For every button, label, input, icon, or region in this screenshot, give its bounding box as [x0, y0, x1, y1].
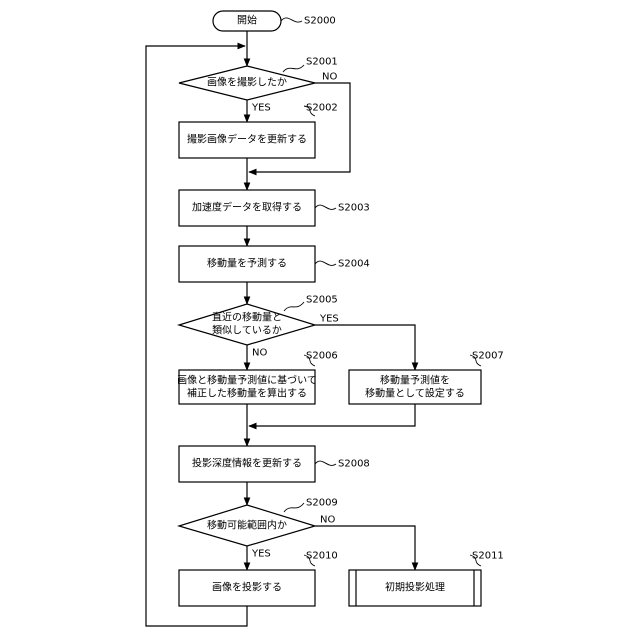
node-s2005-label-line2: 類似しているか — [212, 325, 282, 337]
node-s2008: 投影深度情報を更新する S2008 — [179, 446, 370, 482]
node-s2007-label-line1: 移動量予測値を — [380, 374, 450, 387]
node-s2008-label: 投影深度情報を更新する — [192, 457, 302, 470]
edge-s2005-yes — [315, 325, 415, 370]
branch-s2005-yes: YES — [319, 314, 339, 325]
step-id-s2010: S2010 — [306, 551, 338, 562]
node-s2003-label: 加速度データを取得する — [192, 201, 302, 214]
step-id-s2005: S2005 — [306, 295, 338, 306]
edge-s2007-merge — [249, 404, 415, 426]
step-id-s2007: S2007 — [472, 351, 504, 362]
step-id-s2001: S2001 — [306, 57, 338, 68]
branch-s2001-no: NO — [322, 72, 337, 83]
step-id-s2002: S2002 — [306, 103, 338, 114]
node-s2011-label: 初期投影処理 — [385, 581, 445, 594]
edge-s2009-no — [315, 526, 415, 570]
node-start: 開始 S2000 — [213, 11, 336, 31]
node-s2007: 移動量予測値を 移動量として設定する S2007 — [349, 351, 504, 405]
branch-s2009-yes: YES — [251, 549, 271, 560]
node-s2006-label-line2: 補正した移動量を算出する — [187, 387, 307, 400]
node-s2005: 直近の移動量と 類似しているか S2005 YES NO — [179, 295, 339, 359]
step-id-s2009: S2009 — [306, 498, 338, 509]
node-start-label: 開始 — [237, 14, 257, 27]
branch-s2005-no: NO — [252, 348, 267, 359]
branch-s2001-yes: YES — [251, 103, 271, 114]
node-s2001-label: 画像を撮影したか — [207, 76, 287, 89]
node-s2005-label-line1: 直近の移動量と — [212, 311, 282, 324]
node-s2004: 移動量を予測する S2004 — [179, 246, 370, 282]
node-s2010-label: 画像を投影する — [212, 581, 282, 594]
node-s2006: 画像と移動量予測値に基づいて 補正した移動量を算出する S2006 — [177, 351, 338, 405]
node-s2007-label-line2: 移動量として設定する — [365, 387, 465, 400]
step-id-s2011: S2011 — [472, 551, 504, 562]
step-id-s2006: S2006 — [306, 351, 338, 362]
node-s2006-label-line1: 画像と移動量予測値に基づいて — [177, 374, 317, 387]
node-s2003: 加速度データを取得する S2003 — [179, 190, 370, 226]
branch-s2009-no: NO — [320, 515, 335, 526]
node-s2009-label: 移動可能範囲内か — [207, 519, 287, 532]
node-s2002-label: 撮影画像データを更新する — [187, 133, 307, 146]
node-s2004-label: 移動量を予測する — [207, 257, 287, 270]
step-id-s2003: S2003 — [338, 203, 370, 214]
step-id-s2000: S2000 — [304, 16, 336, 27]
node-s2011: 初期投影処理 S2011 — [349, 551, 504, 607]
step-id-s2008: S2008 — [338, 459, 370, 470]
step-id-s2004: S2004 — [338, 259, 370, 270]
